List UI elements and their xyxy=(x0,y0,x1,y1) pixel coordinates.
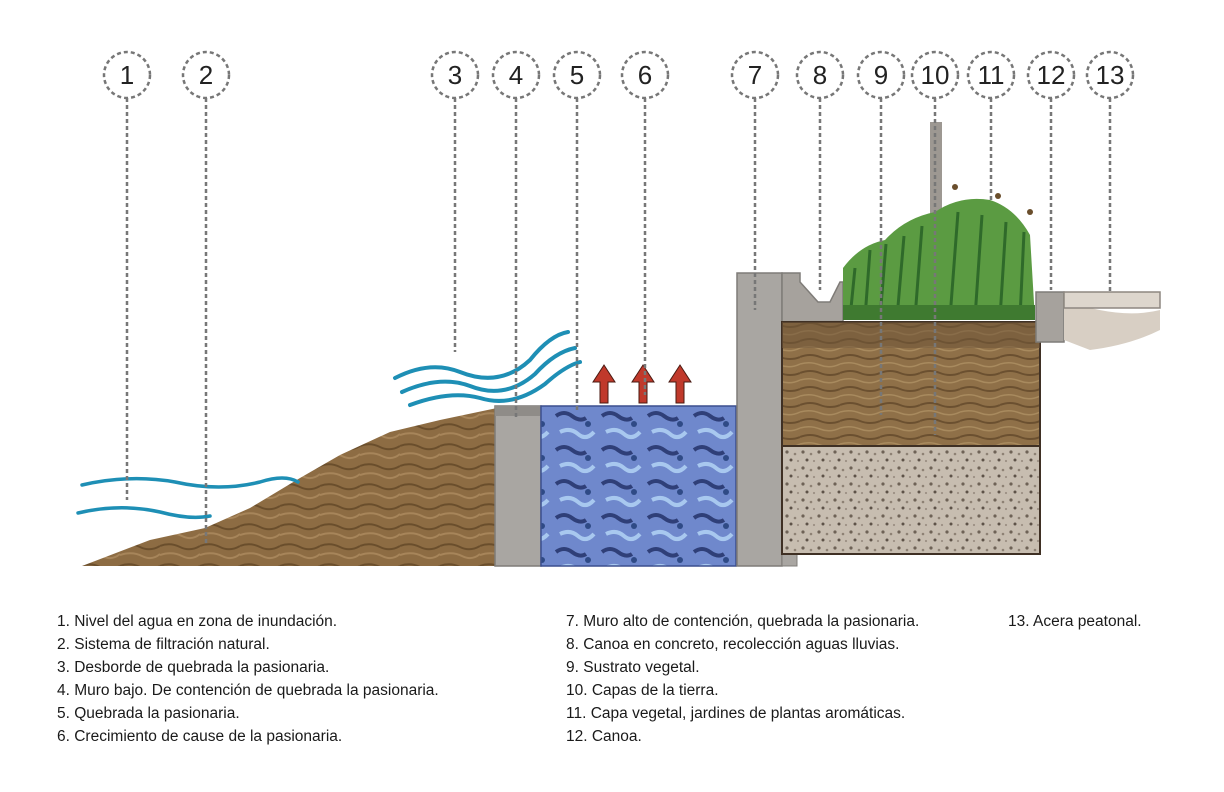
callout-number-7: 7 xyxy=(748,60,762,90)
legend-item-4: 4. Muro bajo. De contención de quebrada … xyxy=(57,679,439,702)
legend-column-1: 1. Nivel del agua en zona de inundación.… xyxy=(57,610,439,748)
legend-column-2: 7. Muro alto de contención, quebrada la … xyxy=(566,610,919,748)
callout-number-1: 1 xyxy=(120,60,134,90)
stream-channel xyxy=(541,406,736,566)
callout-number-2: 2 xyxy=(199,60,213,90)
legend-item-9: 9. Sustrato vegetal. xyxy=(566,656,919,679)
callout-number-11: 11 xyxy=(978,60,1005,90)
sidewalk xyxy=(1064,292,1160,350)
section-diagram: 1 2 3 4 5 6 7 8 9 10 11 12 13 xyxy=(0,0,1224,600)
legend-item-11: 11. Capa vegetal, jardines de plantas ar… xyxy=(566,702,919,725)
legend-item-10: 10. Capas de la tierra. xyxy=(566,679,919,702)
legend-item-12: 12. Canoa. xyxy=(566,725,919,748)
legend-column-3: 13. Acera peatonal. xyxy=(1008,610,1142,633)
canoe xyxy=(1036,292,1064,342)
legend-item-5: 5. Quebrada la pasionaria. xyxy=(57,702,439,725)
overflow-waves xyxy=(395,332,580,405)
legend-item-6: 6. Crecimiento de cause de la pasionaria… xyxy=(57,725,439,748)
legend-item-8: 8. Canoa en concreto, recolección aguas … xyxy=(566,633,919,656)
callout-number-13: 13 xyxy=(1096,60,1125,90)
concrete-gutter xyxy=(782,273,843,322)
callout-number-8: 8 xyxy=(813,60,827,90)
callout-number-10: 10 xyxy=(921,60,950,90)
legend-item-7: 7. Muro alto de contención, quebrada la … xyxy=(566,610,919,633)
soil-slope xyxy=(82,408,497,566)
vegetation xyxy=(843,122,1035,320)
callout-number-12: 12 xyxy=(1037,60,1066,90)
legend-item-13: 13. Acera peatonal. xyxy=(1008,610,1142,633)
callout-number-9: 9 xyxy=(874,60,888,90)
callout-number-5: 5 xyxy=(570,60,584,90)
callout-number-4: 4 xyxy=(509,60,523,90)
callout-number-6: 6 xyxy=(638,60,652,90)
low-retaining-wall xyxy=(495,406,541,566)
callout-number-3: 3 xyxy=(448,60,462,90)
legend-item-1: 1. Nivel del agua en zona de inundación. xyxy=(57,610,439,633)
legend-item-3: 3. Desborde de quebrada la pasionaria. xyxy=(57,656,439,679)
legend-item-2: 2. Sistema de filtración natural. xyxy=(57,633,439,656)
growth-arrows xyxy=(593,365,691,403)
gravel-layer xyxy=(782,446,1040,554)
